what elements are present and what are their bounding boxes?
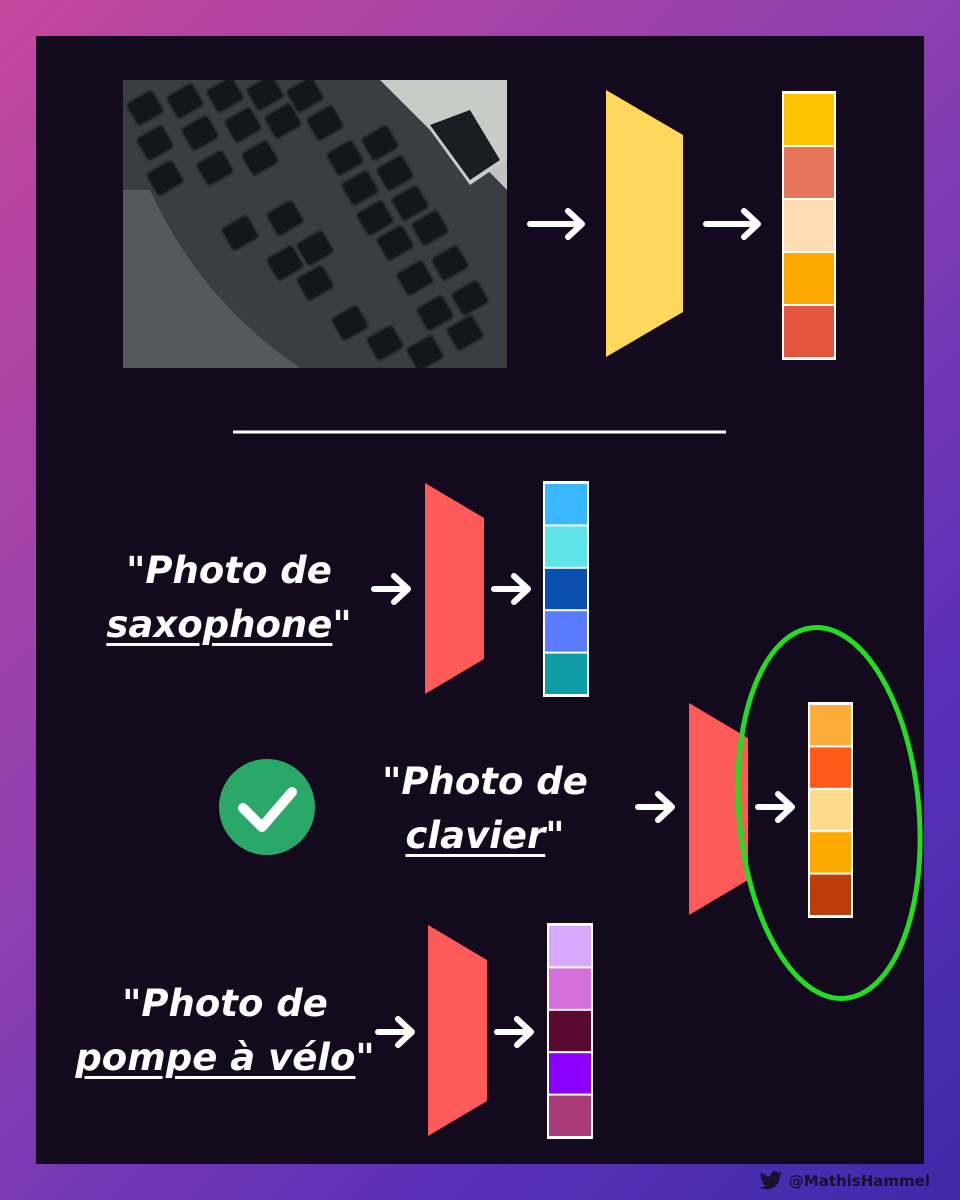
keyboard-key — [125, 89, 165, 127]
image-encoder — [606, 90, 683, 357]
arrow-to-text-embedding — [491, 573, 531, 605]
arrow-to-text-encoder — [371, 573, 411, 605]
keyboard-photo — [123, 80, 507, 368]
keyboard-key — [285, 80, 325, 114]
keyboard-key — [375, 154, 415, 192]
keyboard-key — [355, 199, 395, 237]
embedding-cell — [784, 306, 834, 357]
arrow-to-text-encoder — [635, 791, 675, 823]
embedding-cell — [784, 94, 834, 145]
embedding-cell — [545, 568, 587, 610]
keyboard-key — [430, 244, 470, 282]
keyboard-key — [405, 334, 445, 368]
keyboard-key — [415, 294, 455, 332]
prompt-keyword: saxophone — [106, 603, 333, 646]
embedding-cell — [545, 526, 587, 567]
checkmark-icon — [219, 759, 315, 855]
prompt-keyword: pompe à vélo — [75, 1036, 356, 1079]
prompt-clavier: "Photo de clavier" — [340, 755, 630, 863]
keyboard-key — [265, 199, 305, 237]
embedding-cell — [784, 253, 834, 304]
arrow-to-text-encoder — [375, 1016, 415, 1048]
keyboard-key — [223, 106, 263, 144]
keyboard-key — [180, 114, 220, 152]
embedding-cell — [810, 747, 851, 788]
keyboard-key — [390, 184, 430, 222]
keyboard-key — [263, 102, 303, 140]
keyboard-key — [340, 169, 380, 207]
keyboard-key — [365, 324, 405, 362]
keyboard-key — [245, 80, 285, 112]
embedding-cell — [545, 484, 587, 525]
author-credit[interactable]: @MathisHammel — [759, 1171, 930, 1191]
prompt-pompe-a-velo: "Photo de pompe à vélo" — [50, 977, 400, 1085]
arrow-to-text-embedding — [494, 1016, 534, 1048]
prompt-keyword: clavier — [405, 814, 546, 857]
embedding-cell — [810, 874, 851, 915]
arrow-to-image-embedding — [703, 208, 761, 240]
embedding-cell — [810, 789, 851, 831]
keyboard-key — [205, 80, 245, 114]
embedding-cell — [549, 1095, 591, 1136]
keyboard-key — [325, 139, 365, 177]
embedding-cell — [549, 968, 591, 1009]
match-highlight-ellipse — [735, 625, 923, 1001]
text-encoder — [425, 483, 484, 694]
arrow-to-image-encoder — [527, 208, 585, 240]
embedding-cell — [810, 705, 851, 746]
author-handle: @MathisHammel — [788, 1172, 930, 1190]
keyboard-key — [145, 159, 185, 197]
keyboard-key — [445, 314, 485, 352]
embedding-cell — [784, 200, 834, 251]
prompt-line: "Photo de — [126, 549, 332, 592]
keyboard-key — [360, 124, 400, 162]
keyboard-key — [240, 139, 280, 177]
keyboard-key — [375, 224, 415, 262]
embedding-cell — [549, 1053, 591, 1094]
embedding-cell — [545, 611, 587, 652]
text-encoder — [428, 925, 487, 1136]
keyboard-key — [165, 82, 205, 120]
checkmark-badge — [219, 759, 315, 855]
keyboard-key — [295, 264, 335, 302]
keyboard-key — [395, 259, 435, 297]
keyboard-key — [295, 229, 335, 267]
text-encoder — [689, 703, 748, 915]
keyboard-key — [220, 214, 260, 252]
prompt-saxophone: "Photo de saxophone" — [74, 544, 384, 652]
prompt-line: "Photo de — [382, 760, 588, 803]
keyboard-key — [450, 279, 490, 317]
embedding-cell — [784, 147, 834, 198]
embedding-cell — [810, 832, 851, 873]
keyboard-key — [305, 104, 345, 142]
embedding-cell — [549, 926, 591, 967]
keyboard-key — [135, 124, 175, 162]
prompt-line: "Photo de — [122, 982, 328, 1025]
twitter-bird-icon — [759, 1171, 782, 1190]
keyboard-key — [195, 149, 235, 187]
arrow-to-text-embedding — [755, 791, 795, 823]
keyboard-key — [265, 244, 305, 282]
keyboard-key — [410, 209, 450, 247]
keyboard-key — [330, 304, 370, 342]
embedding-cell — [545, 653, 587, 694]
checkmark-tick — [238, 787, 297, 832]
embedding-cell — [549, 1010, 591, 1052]
